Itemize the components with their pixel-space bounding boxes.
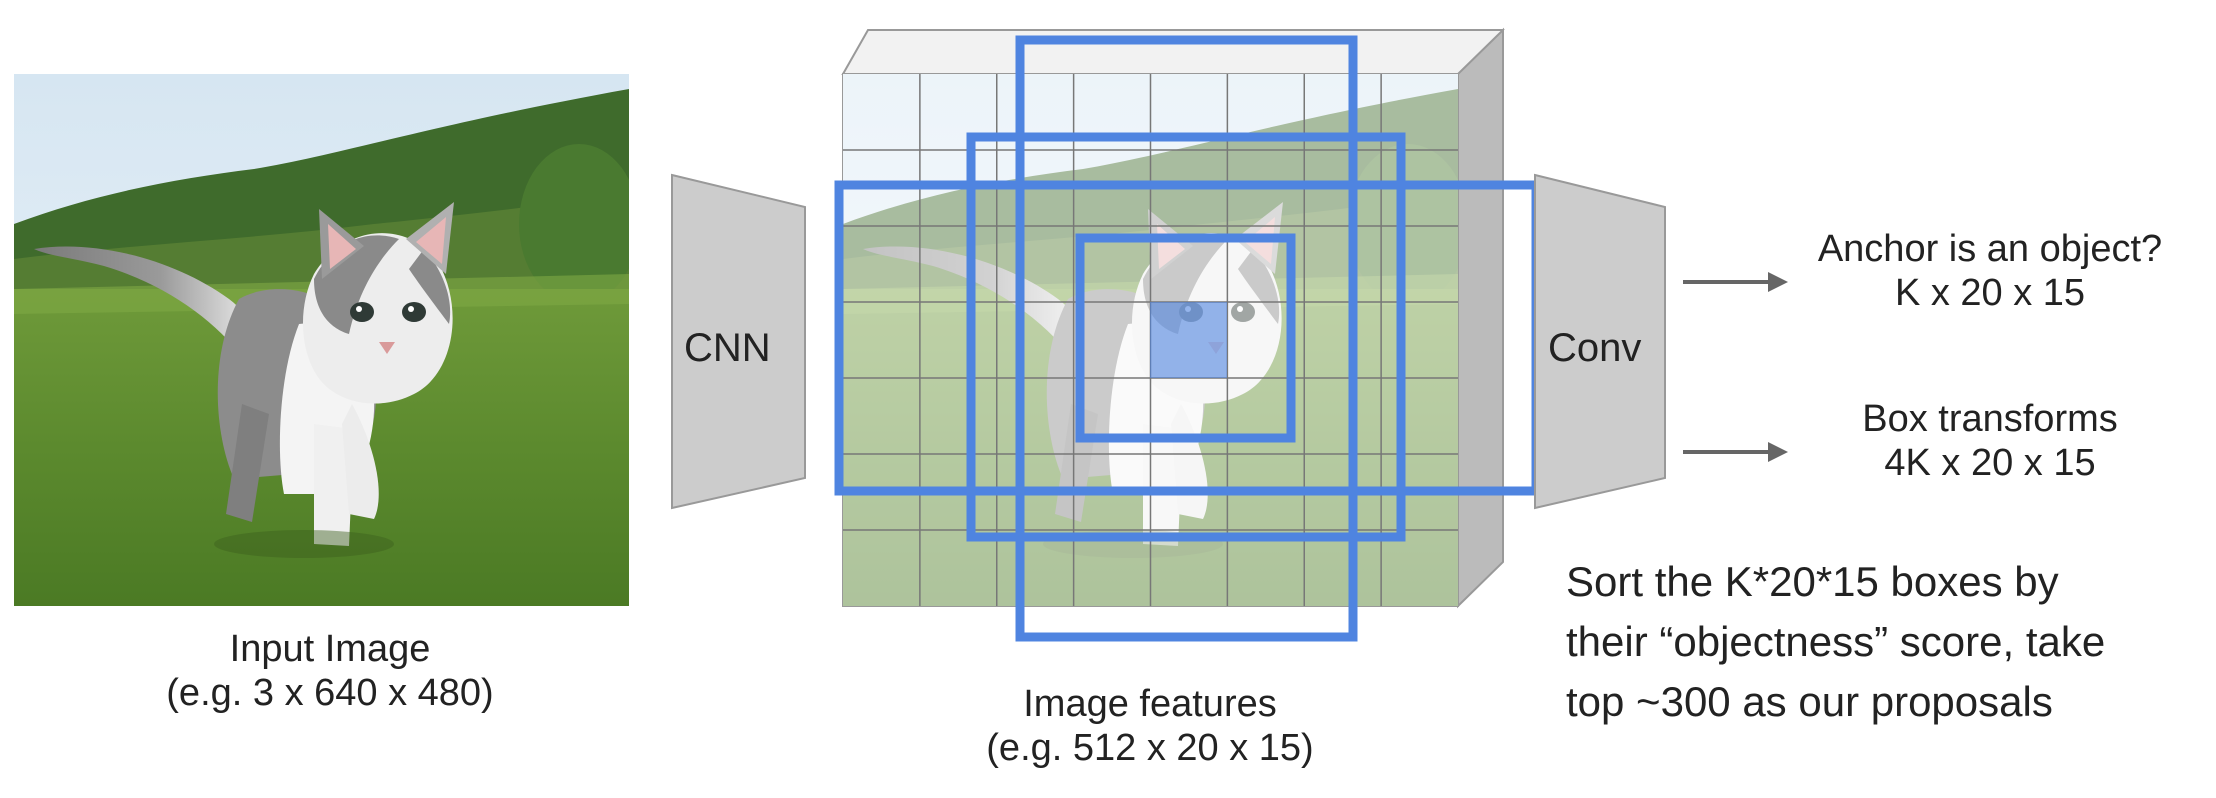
proposal-note: Sort the K*20*15 boxes by their “objectn…: [1566, 552, 2105, 732]
anchor-box-square-large: [966, 132, 1406, 542]
objectness-shape: K x 20 x 15: [1894, 271, 2086, 314]
feature-cell-highlight: [1150, 302, 1227, 378]
transforms-output: Box transforms 4K x 20 x 15: [1780, 398, 2200, 485]
transforms-shape: 4K x 20 x 15: [1884, 441, 2096, 484]
features-title: Image features: [1023, 683, 1277, 725]
anchor-box-small: [1075, 233, 1296, 443]
objectness-title: Anchor is an object?: [1817, 228, 2163, 270]
features-label: Image features (e.g. 512 x 20 x 15): [930, 683, 1370, 770]
input-image-shape: (e.g. 3 x 640 x 480): [166, 671, 494, 714]
feature-volume-side: [1457, 27, 1504, 609]
conv-label: Conv: [1548, 326, 1642, 370]
proposal-note-line3: top ~300 as our proposals: [1566, 678, 2053, 725]
transforms-title: Box transforms: [1862, 398, 2118, 440]
input-image: [14, 74, 629, 606]
kitten-photo: [14, 74, 629, 606]
proposal-note-line1: Sort the K*20*15 boxes by: [1566, 558, 2059, 605]
cnn-label: CNN: [684, 326, 771, 370]
arrow-transforms-head: [1768, 442, 1788, 462]
input-image-label: Input Image (e.g. 3 x 640 x 480): [120, 628, 540, 715]
conv-block: [1534, 173, 1666, 510]
proposal-note-line2: their “objectness” score, take: [1566, 618, 2106, 665]
features-shape: (e.g. 512 x 20 x 15): [986, 726, 1314, 769]
arrow-objectness-head: [1768, 272, 1788, 292]
output-arrows: [1683, 272, 1788, 462]
input-image-title: Input Image: [229, 628, 431, 670]
anchor-box-tall: [1015, 35, 1358, 642]
cnn-block: [671, 173, 806, 510]
objectness-output: Anchor is an object? K x 20 x 15: [1780, 228, 2200, 315]
